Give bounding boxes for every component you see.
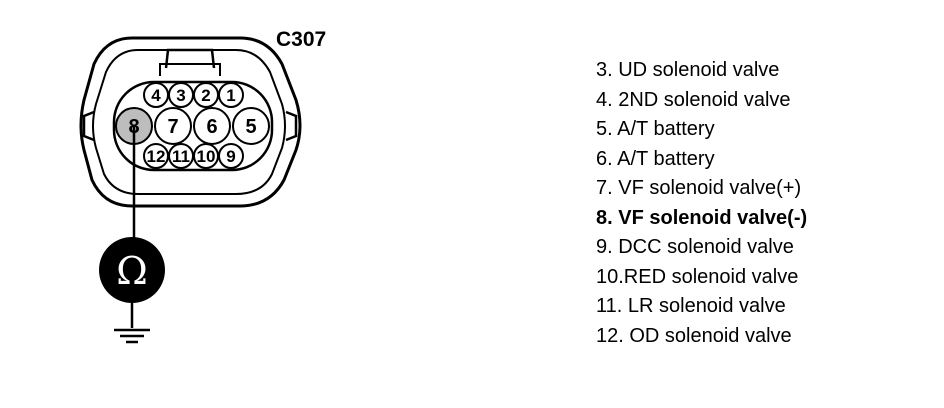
pin-3: 3 bbox=[168, 82, 194, 108]
ground-icon bbox=[114, 328, 150, 344]
legend-item: 3. UD solenoid valve bbox=[596, 59, 780, 81]
pin-6: 6 bbox=[193, 107, 231, 145]
svg-text:2: 2 bbox=[201, 86, 210, 105]
svg-text:7: 7 bbox=[167, 116, 178, 138]
pin-9: 9 bbox=[218, 143, 244, 169]
pin-7: 7 bbox=[154, 107, 192, 145]
legend-item: 5. A/T battery bbox=[596, 118, 715, 140]
svg-text:12: 12 bbox=[147, 147, 166, 166]
ohm-symbol: Ω bbox=[116, 249, 148, 293]
svg-text:3: 3 bbox=[176, 86, 185, 105]
legend-item: 6. A/T battery bbox=[596, 147, 715, 170]
connector-lock-tab bbox=[164, 48, 216, 69]
legend-item: 9. DCC solenoid valve bbox=[596, 236, 794, 258]
connector-label: C307 bbox=[276, 28, 326, 51]
ohmmeter: Ω bbox=[99, 237, 165, 303]
svg-text:10: 10 bbox=[197, 147, 216, 166]
legend-item: 10.RED solenoid valve bbox=[596, 265, 799, 288]
pin-1: 1 bbox=[218, 82, 244, 108]
svg-text:5: 5 bbox=[245, 116, 256, 138]
svg-text:11: 11 bbox=[172, 147, 190, 166]
pin-10: 10 bbox=[193, 143, 219, 169]
legend-item: 4. 2ND solenoid valve bbox=[596, 88, 791, 111]
pin-legend: 3. UD solenoid valve 4. 2ND solenoid val… bbox=[596, 56, 807, 351]
pin-11: 11 bbox=[168, 143, 194, 169]
pin-5: 5 bbox=[232, 107, 270, 145]
legend-item: 7. VF solenoid valve(+) bbox=[596, 177, 802, 199]
legend-item: 8. VF solenoid valve(-) bbox=[596, 206, 808, 229]
svg-text:1: 1 bbox=[226, 86, 235, 105]
pin-12: 12 bbox=[143, 143, 169, 169]
svg-text:6: 6 bbox=[206, 116, 217, 138]
pin-4: 4 bbox=[143, 82, 169, 108]
svg-text:4: 4 bbox=[151, 86, 161, 105]
connector-ear-right bbox=[285, 110, 298, 142]
connector-ear-left bbox=[82, 110, 95, 142]
legend-item: 11. LR solenoid valve bbox=[596, 295, 786, 317]
pin-2: 2 bbox=[193, 82, 219, 108]
legend-item: 12. OD solenoid valve bbox=[596, 324, 792, 347]
svg-text:9: 9 bbox=[226, 147, 235, 166]
